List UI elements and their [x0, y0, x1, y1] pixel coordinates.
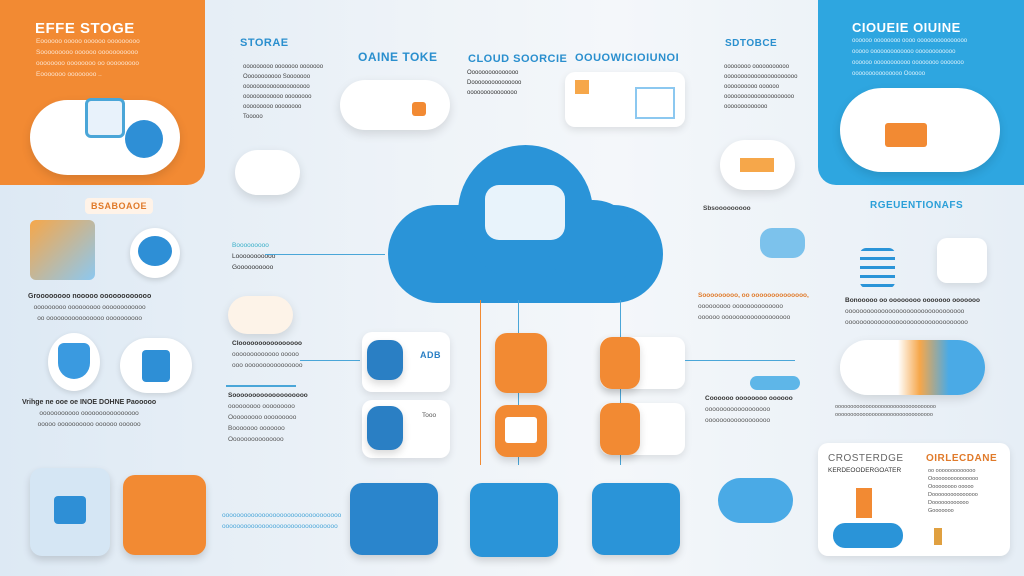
blue-device-tile — [592, 483, 680, 555]
connector-line — [685, 360, 795, 361]
connector-line — [480, 300, 481, 465]
card-left-title: CROSTERDGE — [828, 453, 904, 464]
blue-laptop-tile — [470, 483, 558, 557]
orange-cloud-icon — [228, 296, 293, 334]
orange-tile — [123, 475, 206, 555]
list-icon — [860, 248, 895, 288]
connector-line — [265, 254, 385, 255]
briefcase-icon — [120, 338, 192, 393]
storage-heading: STORAE — [240, 37, 289, 49]
blue-cloud-icon — [718, 478, 793, 523]
box-label: Tooo — [422, 412, 437, 419]
info-card — [600, 403, 685, 455]
document-icon — [937, 238, 987, 283]
user-avatar-icon — [130, 228, 180, 278]
cloud-storage-heading: CLOUD SOORCIE — [468, 53, 568, 65]
mid-right-label: Sbsooooooooo — [703, 205, 751, 212]
bottom-info-card: CROSTERDGE KERDEOODERGOATER OIRLECDANE o… — [818, 443, 1010, 556]
info-card: ADB — [362, 332, 450, 392]
online-store-illustration — [340, 80, 450, 130]
disk-icon — [125, 120, 163, 158]
online-store-heading: OAINE TOKE — [358, 50, 438, 64]
storage-box-icon — [485, 185, 565, 240]
package-cloud-icon — [720, 140, 795, 190]
laptop-cloud-icon — [235, 150, 300, 195]
battery-icon — [934, 528, 942, 545]
cloud-online-heading: OOUOWICIOIUNOI — [575, 52, 680, 64]
server-tile — [30, 468, 110, 556]
package-icon — [856, 488, 872, 518]
storage-right-heading: SDTOBCE — [725, 38, 778, 49]
card-right-title: OIRLECDANE — [926, 453, 998, 464]
orange-doc-tile — [495, 333, 547, 393]
storage-devices-icon — [30, 220, 95, 280]
connector-line — [300, 360, 360, 361]
cable-illustration — [750, 376, 800, 390]
devices-cloud-illustration — [840, 340, 985, 395]
orange-doc-tile — [495, 405, 547, 457]
right-section-heading: RGEUENTIONAFS — [870, 200, 964, 211]
dashboard-illustration — [565, 72, 685, 127]
monitor-icon — [85, 98, 125, 138]
info-card — [600, 337, 685, 389]
cloud-box-illustration — [833, 523, 903, 548]
left-cloud-illustration — [30, 98, 180, 175]
card-left-sub: KERDEOODERGOATER — [828, 467, 902, 474]
right-panel-title: CIOUEIE OIUINE — [852, 20, 961, 35]
central-cloud — [388, 145, 663, 303]
left-caption-2: Vrihge ne ooe oe INOE DOHNE Paooooo oooo… — [22, 399, 157, 428]
left-badge: BSABOAOE — [85, 198, 154, 214]
left-caption-1: Groooooooo nooooo oooooooooooo ooooooooo… — [28, 293, 152, 322]
blue-server-tile — [350, 483, 438, 555]
right-cloud-illustration — [840, 88, 1000, 172]
mid-right-caption: Sooooooooo, oo oooooooooooooo,ooooooooo … — [698, 292, 809, 321]
left-panel-title: EFFE STOGE — [35, 20, 135, 37]
info-card: Tooo — [362, 400, 450, 458]
box-label: ADB — [420, 350, 441, 360]
toggle-illustration — [760, 228, 805, 258]
shield-icon — [48, 333, 100, 391]
divider-line — [226, 385, 296, 387]
